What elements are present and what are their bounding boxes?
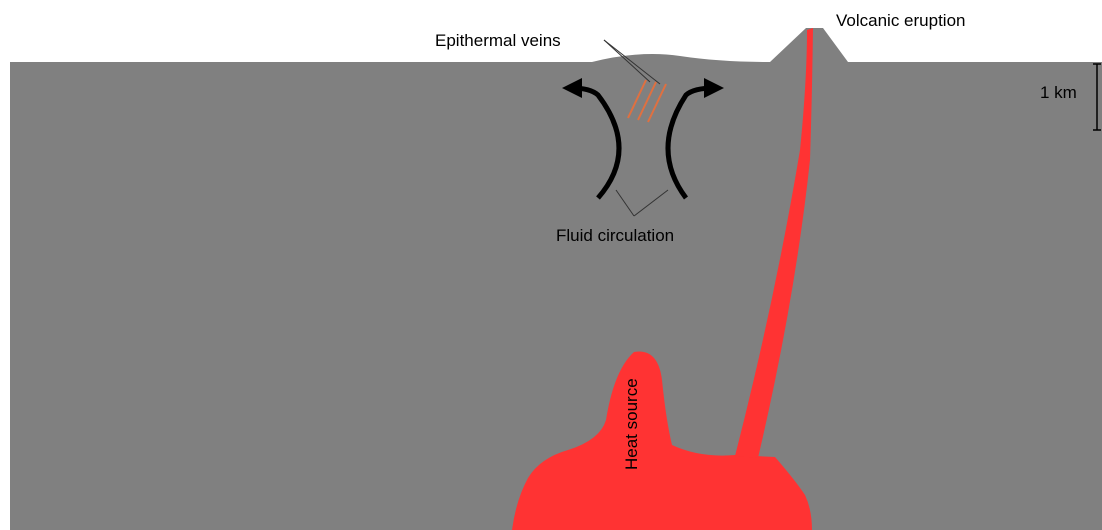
fluid-circulation-label: Fluid circulation (556, 226, 674, 245)
epithermal-veins-label: Epithermal veins (435, 31, 561, 50)
heat-source-label: Heat source (622, 378, 641, 470)
volcanic-eruption-label: Volcanic eruption (836, 11, 965, 30)
scale-label: 1 km (1040, 83, 1077, 102)
